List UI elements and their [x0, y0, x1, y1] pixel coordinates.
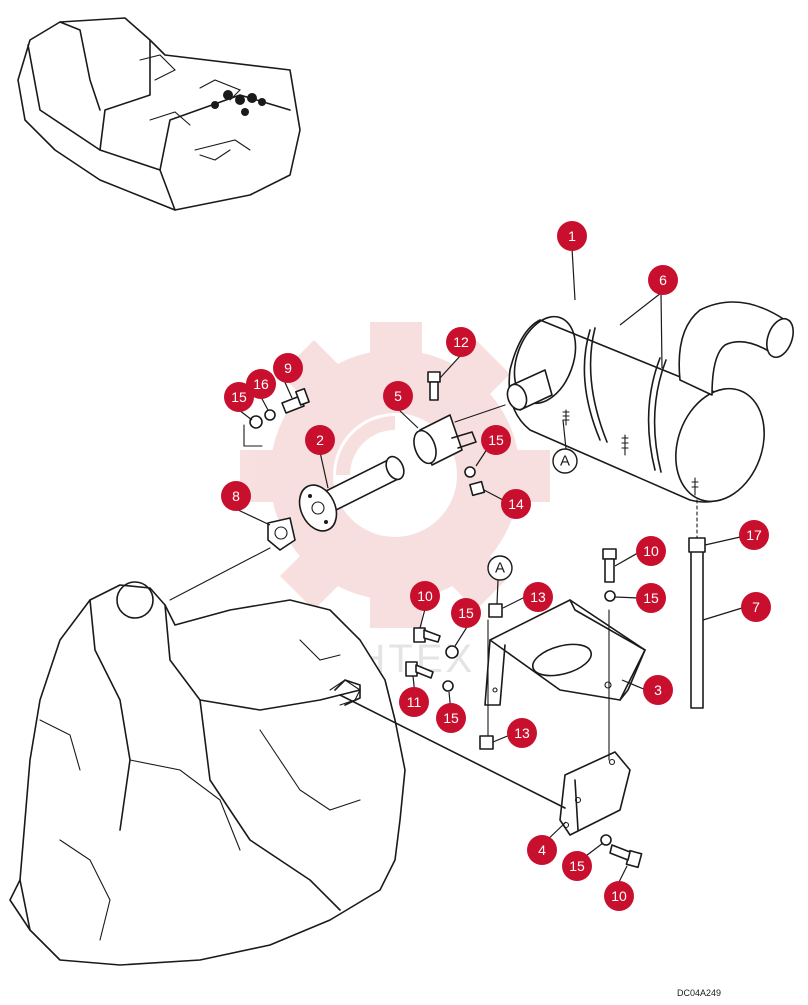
svg-text:A: A: [560, 453, 570, 470]
drawing-code: DC04A249: [677, 988, 721, 998]
svg-text:7: 7: [752, 599, 760, 615]
callout: 15: [224, 382, 254, 412]
support-bracket: [559, 751, 631, 836]
callout: 10: [410, 581, 440, 611]
svg-text:10: 10: [611, 888, 627, 904]
callout: 10: [636, 536, 666, 566]
callout: 6: [648, 265, 678, 295]
callout: 13: [507, 718, 537, 748]
svg-text:14: 14: [508, 496, 524, 512]
svg-text:15: 15: [643, 590, 659, 606]
reference-label-a-lower: A: [487, 555, 513, 581]
svg-text:5: 5: [394, 388, 402, 404]
svg-text:15: 15: [488, 432, 504, 448]
svg-text:12: 12: [453, 334, 469, 350]
callout: 10: [604, 881, 634, 911]
bolt-10-lower: [609, 844, 643, 869]
clamp: [413, 414, 477, 466]
svg-text:6: 6: [659, 272, 667, 288]
tail-pipe: [688, 499, 706, 709]
callout: 15: [436, 703, 466, 733]
callout: 14: [501, 489, 531, 519]
engine-outline: [9, 581, 406, 966]
callout: 17: [739, 520, 769, 550]
bolt-10-upper: [602, 548, 617, 583]
bolt-12: [427, 371, 441, 401]
svg-text:13: 13: [530, 589, 546, 605]
callout: 16: [246, 369, 276, 399]
callout: 8: [221, 481, 251, 511]
svg-text:3: 3: [654, 682, 662, 698]
callout: 13: [523, 582, 553, 612]
callout: 15: [562, 851, 592, 881]
svg-text:4: 4: [538, 842, 546, 858]
muffler: [506, 301, 794, 503]
svg-text:17: 17: [746, 527, 762, 543]
svg-text:2: 2: [316, 432, 324, 448]
callout: 15: [481, 425, 511, 455]
svg-text:13: 13: [514, 725, 530, 741]
callout: 15: [636, 583, 666, 613]
svg-text:15: 15: [458, 605, 474, 621]
svg-text:16: 16: [253, 376, 269, 392]
callout: 1: [557, 221, 587, 251]
bolts: [281, 371, 643, 869]
svg-text:9: 9: [284, 360, 292, 376]
callout: 2: [305, 425, 335, 455]
callout: 9: [273, 353, 303, 383]
svg-text:10: 10: [417, 588, 433, 604]
machine-overview-sketch: [17, 17, 301, 211]
svg-text:8: 8: [232, 488, 240, 504]
reference-label-a-upper: A: [552, 448, 578, 474]
callout: 4: [527, 835, 557, 865]
svg-text:15: 15: [569, 858, 585, 874]
callout: 3: [643, 675, 673, 705]
gasket: [267, 517, 296, 551]
svg-text:10: 10: [643, 543, 659, 559]
svg-text:15: 15: [443, 710, 459, 726]
bolt-9: [281, 387, 310, 414]
svg-text:11: 11: [407, 694, 422, 710]
svg-text:A: A: [495, 560, 505, 577]
callout: 12: [446, 327, 476, 357]
exhaust-pipe: [298, 455, 405, 532]
callout: 11: [399, 687, 429, 717]
nuts-washers: [243, 409, 616, 846]
svg-text:15: 15: [231, 389, 247, 405]
callout: 15: [451, 598, 481, 628]
mounting-lines: [169, 404, 610, 809]
callout: 7: [741, 592, 771, 622]
callout: 5: [383, 381, 413, 411]
muffler-bracket: [484, 599, 646, 706]
bolt-11: [405, 661, 434, 679]
bolt-10-mid: [413, 627, 441, 643]
svg-text:1: 1: [568, 228, 576, 244]
